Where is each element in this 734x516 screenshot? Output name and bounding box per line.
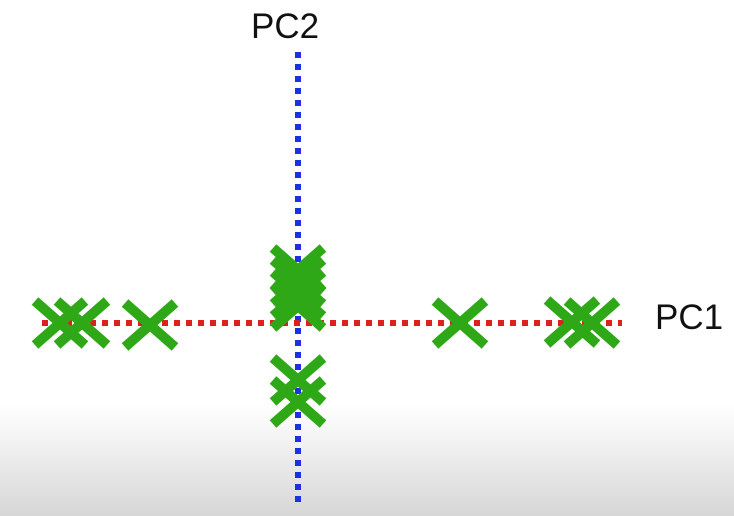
data-point-x-marker <box>121 299 179 351</box>
pc1-axis-label: PC1 <box>655 298 724 337</box>
data-point-x-marker <box>269 280 327 332</box>
data-point-x-marker <box>31 297 89 349</box>
data-point-x-marker <box>269 268 327 320</box>
data-point-x-marker <box>269 376 327 428</box>
data-point-markers <box>31 244 621 428</box>
data-point-x-marker <box>269 354 327 406</box>
data-point-x-marker <box>431 297 489 349</box>
data-point-x-marker <box>543 296 601 348</box>
data-point-x-marker <box>53 297 111 349</box>
pc2-axis-label: PC2 <box>251 7 320 46</box>
data-point-x-marker <box>563 297 621 349</box>
